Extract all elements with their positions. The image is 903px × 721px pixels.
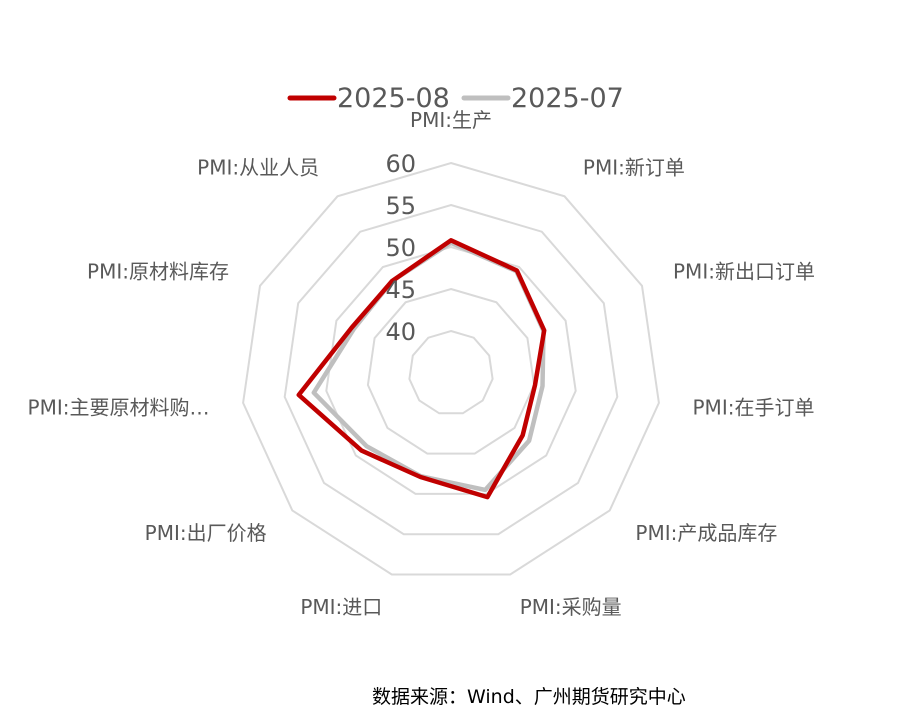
category-label: PMI:出厂价格 — [145, 521, 267, 545]
grid-ring — [366, 287, 536, 455]
category-labels: PMI:生产 PMI:新订单 PMI:新出口订单 PMI:在手订单 PMI:产成品库存 P… — [28, 108, 815, 619]
category-label: PMI:采购量 — [520, 595, 622, 619]
category-label: PMI:产成品库存 — [635, 521, 777, 545]
category-label: PMI:从业人员 — [197, 156, 319, 180]
category-label: PMI:新订单 — [583, 156, 685, 180]
radial-tick-label: 50 — [385, 234, 416, 262]
grid-ring — [283, 203, 619, 536]
category-label: PMI:主要原材料购… — [28, 396, 210, 420]
radial-tick-label: 60 — [385, 150, 416, 178]
legend: 2025-08 2025-07 — [287, 83, 624, 114]
radial-tick-label: 40 — [385, 318, 416, 346]
category-label: PMI:进口 — [300, 595, 382, 619]
radial-tick-label: 55 — [385, 192, 416, 220]
radial-tick-label: 45 — [385, 276, 416, 304]
radar-grid — [242, 161, 660, 576]
category-label: PMI:在手订单 — [693, 396, 815, 420]
legend-label: 2025-07 — [511, 83, 624, 114]
category-label: PMI:生产 — [410, 108, 492, 132]
grid-ring — [325, 245, 577, 495]
category-label: PMI:原材料库存 — [87, 260, 229, 284]
series-line-2025-08 — [296, 238, 547, 500]
category-label: PMI:新出口订单 — [673, 260, 815, 284]
radial-tick-labels: 60 55 50 45 40 — [385, 150, 416, 346]
data-source-note: 数据来源：Wind、广州期货研究中心 — [372, 686, 686, 708]
grid-ring — [408, 329, 494, 415]
radar-series — [296, 238, 547, 500]
legend-label: 2025-08 — [337, 83, 450, 114]
grid-ring — [242, 161, 660, 576]
